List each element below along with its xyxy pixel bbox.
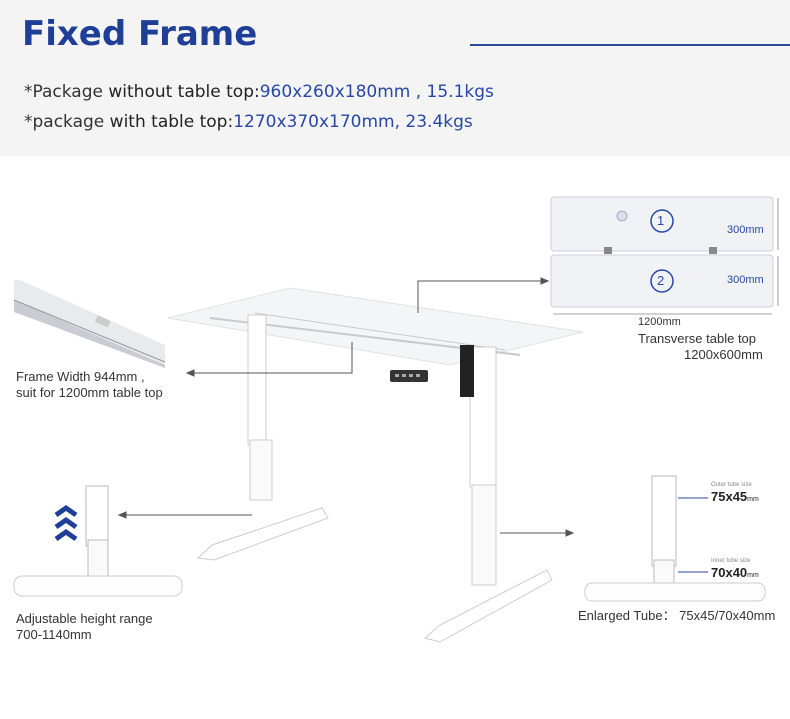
desk-illustration xyxy=(167,287,584,643)
motor-icon xyxy=(460,345,474,397)
tube-caption: Enlarged Tube： 75x45/70x40mm xyxy=(578,608,776,623)
inner-tube-label: Inner tube size xyxy=(711,558,751,564)
outer-tube-unit: mm xyxy=(747,496,759,503)
inner-tube-size: 70x40mm xyxy=(711,565,759,580)
tabletop-panel-1 xyxy=(550,196,774,252)
package-2-prefix: *package xyxy=(24,112,105,132)
package-1-value: 960x260x180mm , 15.1kgs xyxy=(259,82,494,102)
panel-1-badge xyxy=(650,209,674,233)
package-without-top: *Package without table top:960x260x180mm… xyxy=(24,82,494,102)
arrow-up-icon xyxy=(54,528,78,542)
panel-2-number: 2 xyxy=(657,273,665,288)
pointer-lines xyxy=(117,277,575,537)
package-2-bold: with table top: xyxy=(104,112,234,132)
outer-tube-value: 75x45 xyxy=(711,489,748,504)
bracket-left-icon xyxy=(604,247,612,254)
rail-closeup xyxy=(13,280,166,368)
tabletop-caption-2: 1200x600mm xyxy=(684,347,763,362)
grommet-icon xyxy=(616,210,628,222)
leg-closeup-left xyxy=(13,485,183,597)
panel-2-badge xyxy=(650,269,674,293)
title-underline xyxy=(470,44,790,46)
header-band xyxy=(0,0,790,156)
outer-tube-label: Outer tube size xyxy=(711,482,752,488)
bracket-right-icon xyxy=(709,247,717,254)
frame-width-line1: Frame Width 944mm , xyxy=(16,369,145,384)
package-1-prefix: *Package xyxy=(24,82,103,102)
package-2-value: 1270x370x170mm, 23.4kgs xyxy=(233,112,473,132)
panel-1-depth: 300mm xyxy=(727,224,764,236)
inner-tube-value: 70x40 xyxy=(711,565,748,580)
arrow-up-icon xyxy=(54,504,78,518)
arrow-up-icon xyxy=(54,516,78,530)
tabletop-width: 1200mm xyxy=(638,316,681,328)
tabletop-panel-2 xyxy=(550,254,774,308)
panel-1-number: 1 xyxy=(657,213,665,228)
height-range-line1: Adjustable height range xyxy=(16,611,153,626)
tabletop-caption-1: Transverse table top xyxy=(638,331,757,346)
height-range-line2: 700-1140mm xyxy=(16,627,92,642)
frame-width-line2: suit for 1200mm table top xyxy=(16,385,163,400)
inner-tube-unit: mm xyxy=(747,572,759,579)
page-title: Fixed Frame xyxy=(22,14,258,54)
outer-tube-size: 75x45mm xyxy=(711,489,759,504)
package-1-bold: without table top: xyxy=(102,82,260,102)
tabletop-panels xyxy=(550,196,779,315)
panel-2-depth: 300mm xyxy=(727,274,764,286)
leg-closeup-right xyxy=(584,475,766,602)
package-with-top: *package with table top:1270x370x170mm, … xyxy=(24,112,473,132)
